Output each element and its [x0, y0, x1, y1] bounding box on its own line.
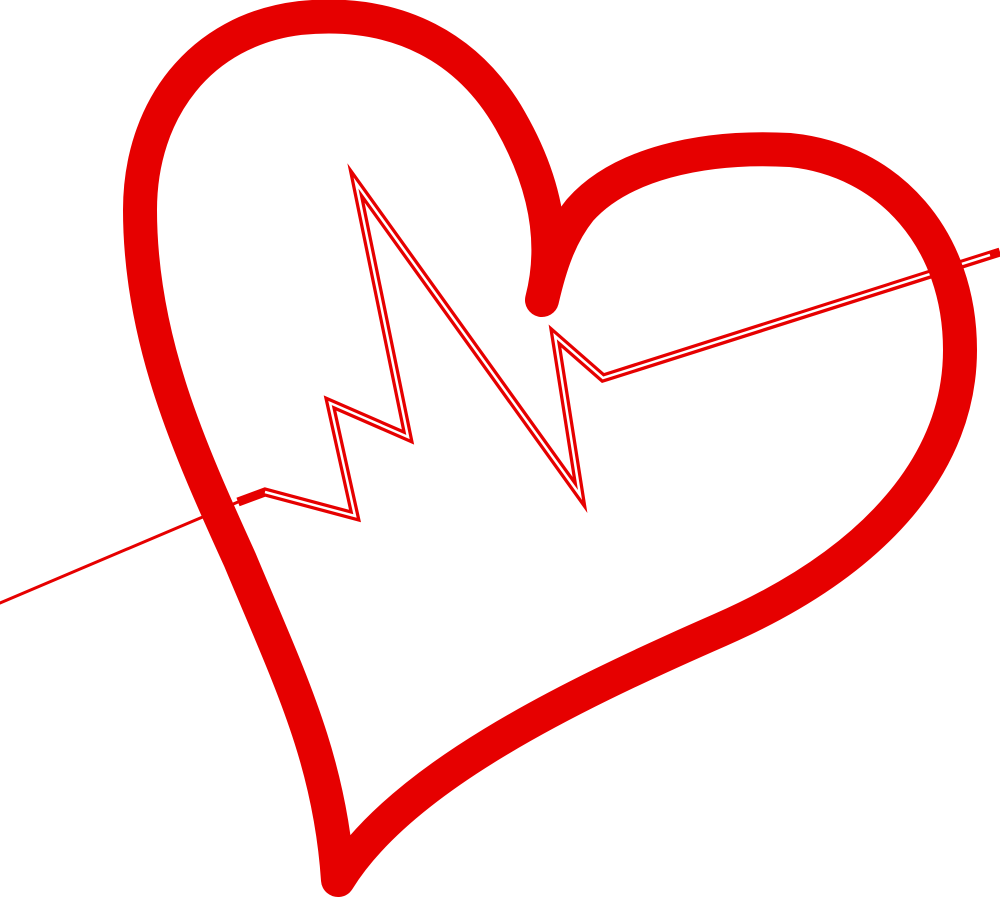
heartbeat-waveform-inner: [264, 177, 991, 518]
heartbeat-waveform: [236, 163, 1000, 523]
pulse-line-left: [0, 500, 240, 605]
heart-outline: [123, 0, 977, 897]
